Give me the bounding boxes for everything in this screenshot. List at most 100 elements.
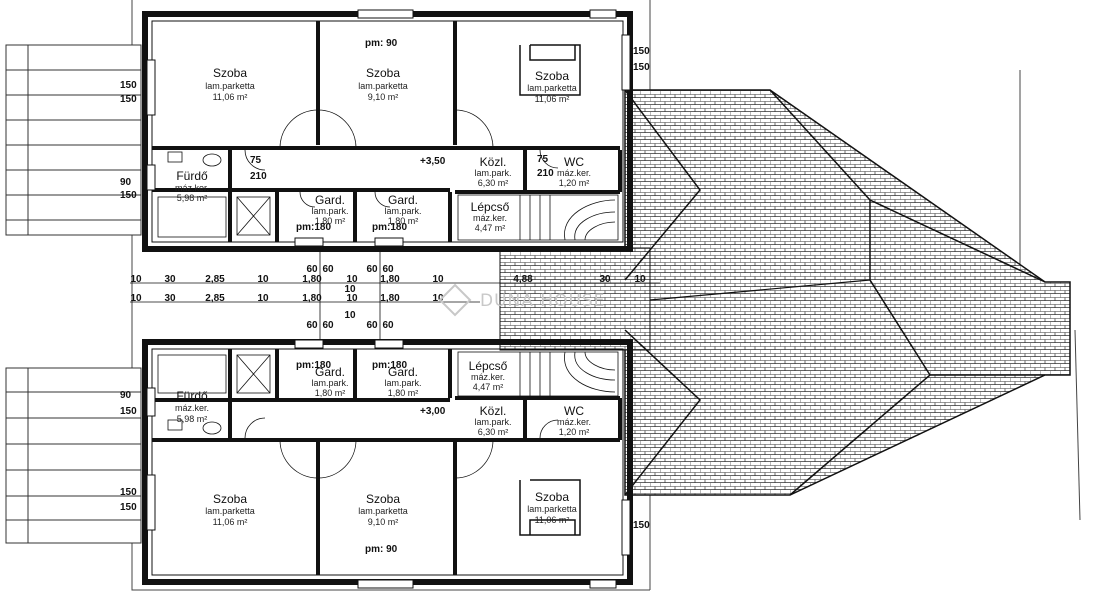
lower-room-gard-2-name: Gard. [388,365,418,379]
roof-plan [499,89,1071,496]
dim-row2-value: 10 [130,293,142,304]
upper-unit: Szoba lam.parketta 11,06 m² Szoba lam.pa… [120,9,650,252]
upper-room-kozl-floor: lam.park. [474,168,511,178]
balcony-lower [5,367,142,544]
lower-room-furdo-name: Fürdő [176,389,208,403]
upper-room-gard-2-name: Gard. [388,193,418,207]
upper-room-szoba-3-name: Szoba [535,69,569,83]
lower-room-lepcso-name: Lépcső [469,359,508,373]
lower-room-szoba-3-area: 11,06 m² [535,515,570,525]
lower-room-lepcso-floor: máz.ker. [471,372,505,382]
upper-side-dim-3: 90 [120,177,132,188]
dim-row2-value: 2,85 [205,293,225,304]
vdim-value: 60 [306,320,318,331]
lower-room-gard-1-name: Gard. [315,365,345,379]
upper-window-label-2: pm:180 [296,222,331,233]
upper-room-lepcso-area: 4,47 m² [475,223,506,233]
upper-room-gard-1-floor: lam.park. [311,206,348,216]
lower-room-szoba-1-floor: lam.parketta [205,506,255,516]
dim-row1-value: 10 [130,274,142,285]
lower-room-kozl-floor: lam.park. [474,417,511,427]
upper-room-szoba-2-area: 9,10 m² [368,92,399,102]
lower-room-szoba-2-floor: lam.parketta [358,506,408,516]
upper-window-label-1: pm: 90 [365,38,398,49]
lower-room-szoba-1-area: 11,06 m² [213,517,248,527]
upper-room-kozl-name: Közl. [480,155,507,169]
upper-room-kozl-area: 6,30 m² [478,178,509,188]
upper-side-dim-4: 150 [120,190,137,201]
vdim-value: 60 [306,264,318,275]
watermark: DUNA HOUSE [438,283,605,317]
dim-row1-value: 10 [346,274,358,285]
watermark-text: DUNA HOUSE [480,291,605,311]
vdim-value: 60 [366,264,378,275]
upper-door-height-1: 210 [250,171,267,182]
vdim-value: 10 [344,310,356,321]
upper-room-gard-1-name: Gard. [315,193,345,207]
upper-room-wc-name: WC [564,155,584,169]
lower-room-gard-2-floor: lam.park. [384,378,421,388]
lower-level-marker: +3,00 [420,406,446,417]
upper-side-dim-6: 150 [633,62,650,73]
upper-room-furdo-floor: máz.ker. [175,183,209,193]
dim-row2-value: 10 [346,293,358,304]
lower-room-szoba-3-name: Szoba [535,490,569,504]
lower-room-wc-name: WC [564,404,584,418]
dim-row1-value: 10 [634,274,646,285]
vdim-value: 60 [382,320,394,331]
upper-room-szoba-1-floor: lam.parketta [205,81,255,91]
upper-room-lepcso-name: Lépcső [471,200,510,214]
dim-row1-value: 4,88 [513,274,533,285]
upper-room-gard-2-floor: lam.park. [384,206,421,216]
dim-row2-value: 1,80 [302,293,322,304]
lower-room-furdo-area: 5,98 m² [177,414,208,424]
dim-row2-value: 1,80 [380,293,400,304]
lower-room-gard-1-area: 1,80 m² [315,388,346,398]
lower-room-wc-area: 1,20 m² [559,427,590,437]
lower-room-szoba-3-floor: lam.parketta [527,504,577,514]
dimension-row-2: 10 30 2,85 10 1,80 10 1,80 10 [130,293,480,304]
lower-unit: Szoba lam.parketta 11,06 m² Szoba lam.pa… [120,339,650,589]
dim-row2-value: 30 [164,293,176,304]
upper-door-height-2: 210 [537,168,554,179]
lower-room-szoba-2-name: Szoba [366,492,400,506]
dim-row1-value: 2,85 [205,274,225,285]
lower-window-label-3: pm: 90 [365,544,398,555]
upper-room-szoba-1-area: 11,06 m² [213,92,248,102]
lower-room-szoba-1-name: Szoba [213,492,247,506]
dim-row1-value: 1,80 [380,274,400,285]
lower-room-furdo-floor: máz.ker. [175,403,209,413]
lower-room-kozl-name: Közl. [480,404,507,418]
lower-room-gard-1-floor: lam.park. [311,378,348,388]
dim-row1-value: 30 [164,274,176,285]
upper-room-wc-floor: máz.ker. [557,168,591,178]
lower-room-gard-2-area: 1,80 m² [388,388,419,398]
dim-row1-value: 10 [257,274,269,285]
vertical-dimensions: 60 60 60 60 60 60 60 60 10 10 [306,250,394,340]
upper-room-furdo-name: Fürdő [176,169,208,183]
upper-window-label-3: pm:180 [372,222,407,233]
dim-row1-value: 30 [599,274,611,285]
vdim-value: 60 [366,320,378,331]
upper-room-szoba-2-name: Szoba [366,66,400,80]
upper-side-dim-1: 150 [120,80,137,91]
lower-room-kozl-area: 6,30 m² [478,427,509,437]
upper-room-furdo-area: 5,98 m² [177,193,208,203]
lower-room-wc-floor: máz.ker. [557,417,591,427]
dim-row1-value: 1,80 [302,274,322,285]
vdim-value: 60 [322,320,334,331]
dim-row2-value: 10 [257,293,269,304]
upper-room-szoba-2-floor: lam.parketta [358,81,408,91]
upper-door-width-1: 75 [250,155,262,166]
lower-side-dim-3: 150 [120,487,137,498]
staircase-lower [457,351,619,397]
upper-room-szoba-1-name: Szoba [213,66,247,80]
dimension-row-1: 10 30 2,85 10 1,80 10 1,80 10 4,88 30 10 [130,274,660,285]
lower-room-szoba-2-area: 9,10 m² [368,517,399,527]
upper-side-dim-5: 150 [633,46,650,57]
upper-level-marker: +3,50 [420,156,446,167]
upper-room-gard-2-area: 1,80 m² [388,216,419,226]
balcony-upper [5,44,142,236]
lower-side-dim-2: 150 [120,406,137,417]
lower-window-label-1: pm:180 [296,360,331,371]
